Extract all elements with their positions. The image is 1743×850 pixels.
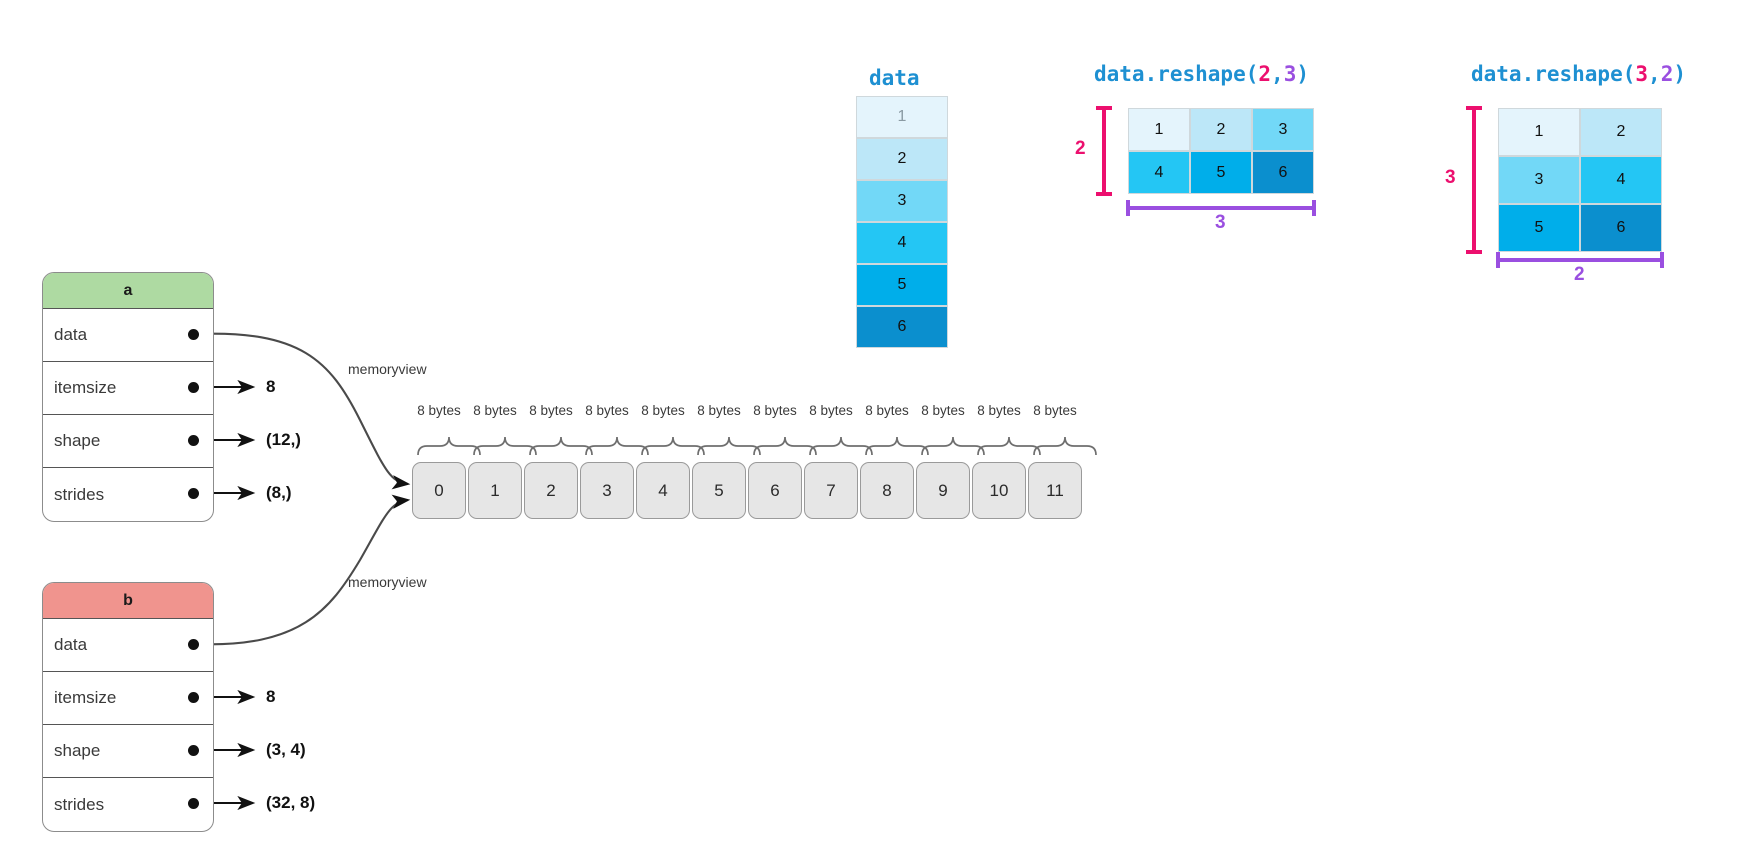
memory-cell: 5 xyxy=(692,462,746,519)
row-bracket-cap xyxy=(1466,106,1482,110)
struct-a: a data itemsize shape strides xyxy=(42,272,214,522)
row-bracket-cap xyxy=(1096,106,1112,110)
row-bracket-cap xyxy=(1466,250,1482,254)
data-column-cell: 4 xyxy=(856,222,948,264)
byte-size-label: 8 bytes xyxy=(473,403,517,418)
struct-a-port-data xyxy=(188,329,199,340)
struct-a-port-shape xyxy=(188,435,199,446)
struct-a-value-strides: (8,) xyxy=(266,483,292,502)
reshape-cell: 1 xyxy=(1128,108,1190,151)
col-bracket-cap xyxy=(1496,252,1500,268)
data-column-cell: 2 xyxy=(856,138,948,180)
byte-size-label: 8 bytes xyxy=(865,403,909,418)
struct-b-value-shape: (3, 4) xyxy=(266,740,306,759)
byte-size-label: 8 bytes xyxy=(809,403,853,418)
byte-size-label: 8 bytes xyxy=(697,403,741,418)
data-column-cell: 5 xyxy=(856,264,948,306)
data-column-cell: 3 xyxy=(856,180,948,222)
memory-cell: 10 xyxy=(972,462,1026,519)
byte-size-label: 8 bytes xyxy=(921,403,965,418)
col-bracket xyxy=(1498,258,1662,262)
reshape-cell: 3 xyxy=(1498,156,1580,204)
reshape-cell: 4 xyxy=(1580,156,1662,204)
reshape-cell: 4 xyxy=(1128,151,1190,194)
memory-cell: 7 xyxy=(804,462,858,519)
row-dimension-label: 2 xyxy=(1075,138,1086,159)
struct-b-field-shape: shape xyxy=(43,725,213,778)
row-bracket xyxy=(1102,108,1106,194)
byte-size-label: 8 bytes xyxy=(1033,403,1077,418)
struct-b-port-data xyxy=(188,639,199,650)
struct-a-port-itemsize xyxy=(188,382,199,393)
reshape-cell: 5 xyxy=(1190,151,1252,194)
memory-cell: 4 xyxy=(636,462,690,519)
byte-size-label: 8 bytes xyxy=(529,403,573,418)
memory-cell: 0 xyxy=(412,462,466,519)
struct-b-field-strides: strides xyxy=(54,794,105,814)
data-column-cell: 6 xyxy=(856,306,948,348)
row-bracket xyxy=(1472,108,1476,252)
col-dimension-label: 3 xyxy=(1215,212,1226,233)
col-dimension-label: 2 xyxy=(1574,264,1585,285)
memory-cell: 3 xyxy=(580,462,634,519)
byte-size-label: 8 bytes xyxy=(753,403,797,418)
memory-cell: 9 xyxy=(916,462,970,519)
reshape-cell: 2 xyxy=(1580,108,1662,156)
byte-size-label: 8 bytes xyxy=(417,403,461,418)
reshape-cell: 2 xyxy=(1190,108,1252,151)
memory-cell: 8 xyxy=(860,462,914,519)
struct-b-title: b xyxy=(43,583,213,619)
reshape-title: data.reshape(3,2) xyxy=(1471,62,1686,86)
struct-a-value-shape: (12,) xyxy=(266,430,301,449)
memory-cell: 6 xyxy=(748,462,802,519)
row-bracket-cap xyxy=(1096,192,1112,196)
memory-cell: 11 xyxy=(1028,462,1082,519)
struct-b-port-strides xyxy=(188,798,199,809)
struct-a-value-itemsize: 8 xyxy=(266,377,276,396)
data-column-title: data xyxy=(869,66,920,90)
struct-a-field-shape: shape xyxy=(43,415,213,468)
col-bracket xyxy=(1128,206,1314,210)
struct-a-field-data: data xyxy=(43,309,213,362)
memoryview-label-a: memoryview xyxy=(348,361,427,377)
data-column-cell: 1 xyxy=(856,96,948,138)
reshape-cell: 3 xyxy=(1252,108,1314,151)
reshape-title: data.reshape(2,3) xyxy=(1094,62,1309,86)
memoryview-curve-b xyxy=(195,494,411,646)
memoryview-curve-a xyxy=(195,332,411,490)
struct-a-field-itemsize: itemsize xyxy=(43,362,213,415)
struct-b: b data itemsize shape strides xyxy=(42,582,214,832)
struct-b-port-itemsize xyxy=(188,692,199,703)
struct-b-value-itemsize: 8 xyxy=(266,687,276,706)
memory-cell: 1 xyxy=(468,462,522,519)
reshape-cell: 5 xyxy=(1498,204,1580,252)
col-bracket-cap xyxy=(1126,200,1130,216)
struct-b-field-itemsize: itemsize xyxy=(43,672,213,725)
col-bracket-cap xyxy=(1660,252,1664,268)
col-bracket-cap xyxy=(1312,200,1316,216)
struct-a-port-strides xyxy=(188,488,199,499)
struct-b-field-data: data xyxy=(43,619,213,672)
memory-cell: 2 xyxy=(524,462,578,519)
row-dimension-label: 3 xyxy=(1445,167,1456,188)
byte-size-label: 8 bytes xyxy=(585,403,629,418)
reshape-cell: 6 xyxy=(1580,204,1662,252)
reshape-cell: 6 xyxy=(1252,151,1314,194)
struct-b-value-strides: (32, 8) xyxy=(266,793,316,812)
struct-b-port-shape xyxy=(188,745,199,756)
byte-braces xyxy=(417,436,1097,456)
memoryview-label-b: memoryview xyxy=(348,574,427,590)
struct-a-field-strides: strides xyxy=(54,484,105,504)
struct-a-title: a xyxy=(43,273,213,309)
reshape-cell: 1 xyxy=(1498,108,1580,156)
byte-size-label: 8 bytes xyxy=(977,403,1021,418)
byte-size-label: 8 bytes xyxy=(641,403,685,418)
